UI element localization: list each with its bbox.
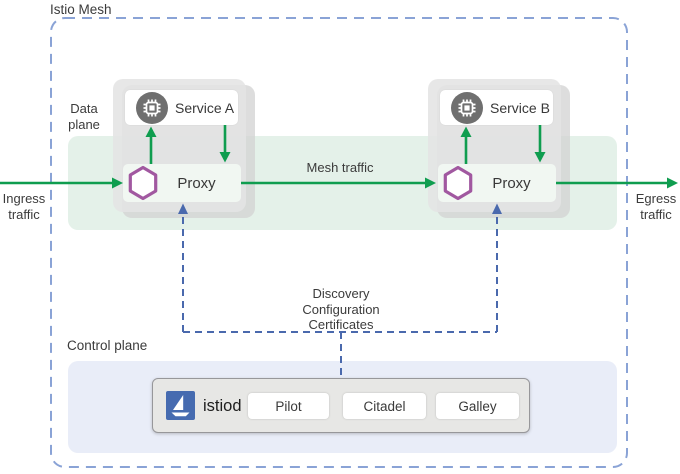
connector-label: Discovery Configuration Certificates (271, 286, 411, 333)
proxy-b-label: Proxy (492, 174, 531, 192)
component-pilot: Pilot (248, 393, 329, 419)
service-b-label: Service B (490, 99, 550, 116)
envoy-hexagon-icon (443, 165, 473, 201)
proxy-a-label: Proxy (177, 174, 216, 192)
istio-sail-icon (166, 391, 195, 420)
mesh-title: Istio Mesh (50, 2, 112, 17)
connector-line-configuration: Configuration (302, 301, 380, 317)
ingress-line-1: Ingress (2, 191, 46, 206)
component-galley: Galley (436, 393, 519, 419)
connector-line-discovery: Discovery (312, 286, 370, 301)
data-plane-text: Data plane (68, 101, 100, 132)
proxy-b-node: Proxy (438, 164, 556, 202)
data-plane-label: Data plane (60, 101, 108, 132)
service-a-label: Service A (175, 99, 235, 116)
egress-line-1: Egress (635, 191, 677, 206)
connector-line-certificates: Certificates (308, 317, 374, 332)
microchip-icon (136, 91, 168, 124)
mesh-traffic-label: Mesh traffic (306, 160, 374, 175)
istiod-label: istiod (203, 397, 242, 415)
control-plane-label: Control plane (67, 338, 148, 353)
service-b-node: Service B (440, 90, 553, 125)
istiod-node: istiod Pilot Citadel Galley (152, 378, 530, 433)
proxy-a-node: Proxy (123, 164, 241, 202)
ingress-traffic-label: Ingress traffic (0, 191, 48, 222)
service-a-node: Service A (125, 90, 238, 125)
egress-traffic-label: Egress traffic (632, 191, 680, 222)
egress-line-2: traffic (640, 206, 672, 222)
ingress-line-2: traffic (8, 206, 40, 222)
envoy-hexagon-icon (128, 165, 158, 201)
microchip-icon (451, 91, 483, 124)
component-citadel: Citadel (343, 393, 426, 419)
